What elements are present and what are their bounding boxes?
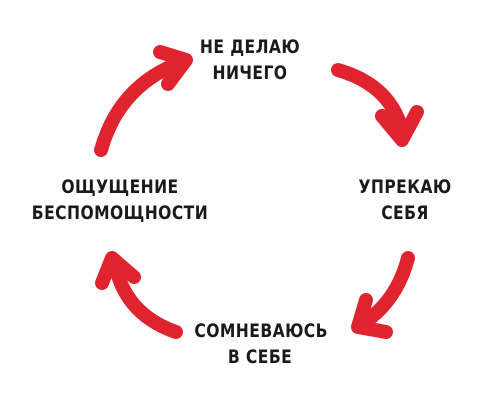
curved-arrow-icon — [109, 261, 183, 339]
node-bottom-line-2: В СЕБЕ — [227, 346, 293, 368]
arrowhead-icon — [153, 45, 193, 91]
curved-arrow-icon — [331, 63, 409, 137]
curved-arrow-icon — [358, 251, 415, 329]
node-right: УПРЕКАЮ СЕБЯ — [344, 174, 467, 226]
arrow-bottom-to-left — [95, 251, 183, 339]
curved-arrow-icon — [94, 59, 179, 157]
node-top: НЕ ДЕЛАЮ НИЧЕГО — [176, 34, 324, 86]
node-right-line-2: СЕБЯ — [381, 202, 429, 224]
node-left: ОЩУЩЕНИЕ БЕСПОМОЩНОСТИ — [30, 174, 210, 226]
node-top-line-1: НЕ ДЕЛАЮ — [199, 36, 301, 58]
node-bottom: СОМНЕВАЮСЬ В СЕБЕ — [194, 318, 328, 370]
node-top-line-2: НИЧЕГО — [212, 62, 288, 84]
arrow-right-to-bottom — [351, 251, 415, 339]
arrowhead-icon — [95, 251, 141, 290]
arrowhead-icon — [351, 293, 393, 339]
node-bottom-line-1: СОМНЕВАЮСЬ — [194, 320, 328, 342]
arrow-left-to-top — [94, 45, 193, 157]
arrowhead-icon — [375, 105, 424, 147]
node-left-line-2: БЕСПОМОЩНОСТИ — [31, 202, 209, 224]
node-right-line-1: УПРЕКАЮ — [358, 176, 452, 198]
arrow-top-to-right — [331, 63, 424, 147]
node-left-line-1: ОЩУЩЕНИЕ — [61, 176, 179, 198]
